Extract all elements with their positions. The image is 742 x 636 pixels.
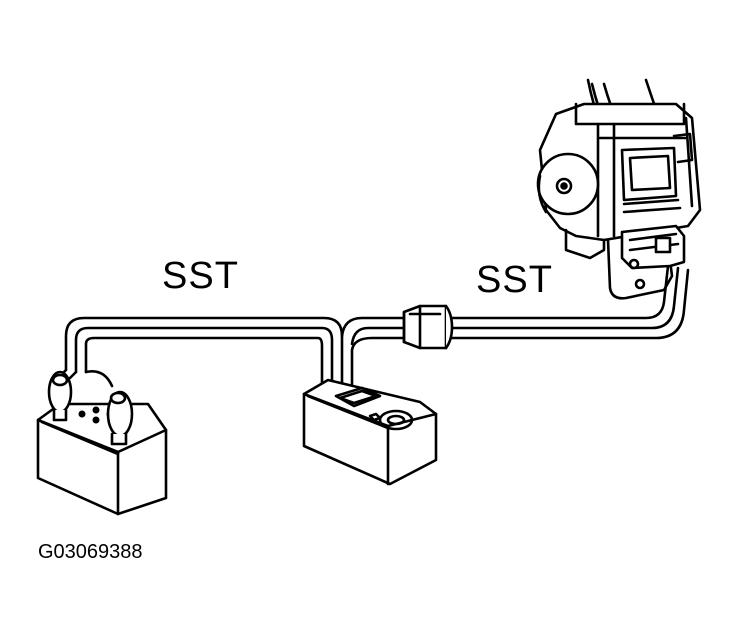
sst-label-left: SST: [162, 255, 239, 297]
battery-clip-left: [47, 368, 78, 422]
figure-id: G03069388: [38, 541, 143, 563]
sst-label-right: SST: [476, 259, 553, 301]
sst-cable-harness: [64, 264, 690, 388]
inline-connector: [402, 304, 454, 350]
battery-clip-right: [84, 370, 134, 446]
tester-unit: [302, 378, 438, 486]
seat-belt-retractor: [536, 78, 702, 300]
battery: [36, 402, 168, 516]
